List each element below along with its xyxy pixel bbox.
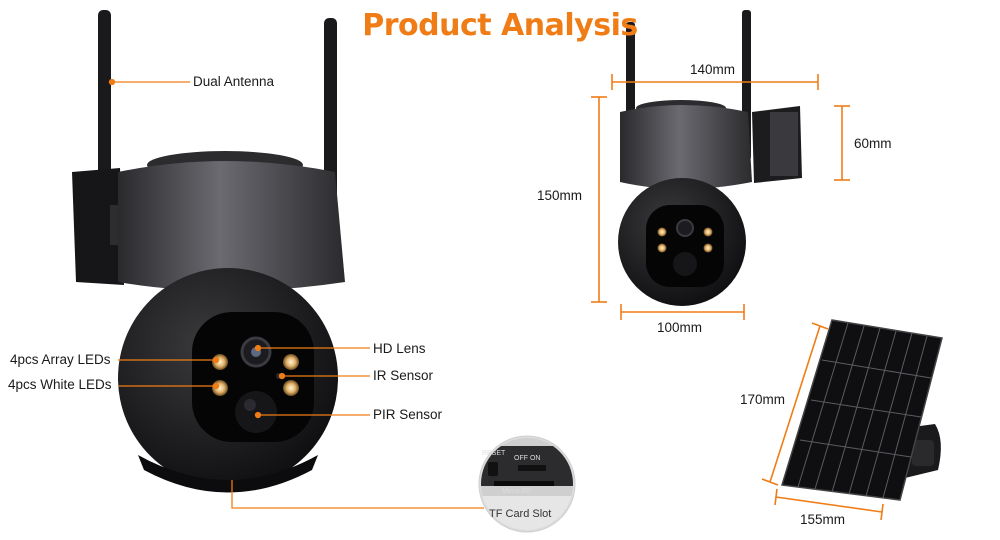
tf-card-closeup bbox=[478, 435, 576, 533]
solar-panel bbox=[781, 319, 943, 501]
array-leds-label: 4pcs Array LEDs bbox=[10, 352, 111, 367]
callout-lines bbox=[108, 78, 484, 509]
dimension-lines bbox=[591, 74, 850, 320]
white-leds-label: 4pcs White LEDs bbox=[8, 377, 112, 392]
camera-ring bbox=[118, 161, 345, 291]
dimension-camera bbox=[618, 10, 802, 306]
pir-sensor-label: PIR Sensor bbox=[373, 407, 443, 422]
pir-sensor-icon bbox=[235, 391, 277, 433]
camera-height-label: 150mm bbox=[537, 188, 583, 203]
panel-width-label: 155mm bbox=[800, 512, 846, 527]
camera-bracket bbox=[72, 168, 124, 285]
micro-sd-label: Micro SD bbox=[502, 488, 531, 495]
led-icon bbox=[283, 354, 299, 370]
solar-panel-surface bbox=[781, 319, 943, 501]
main-camera bbox=[72, 10, 345, 493]
panel-dimension-lines bbox=[761, 322, 884, 521]
camera-width-label: 140mm bbox=[690, 62, 736, 77]
camera-depth-label: 60mm bbox=[854, 136, 892, 151]
antenna-icon bbox=[626, 22, 635, 122]
switch-label: OFF ON bbox=[514, 455, 541, 462]
camera-base-label: 100mm bbox=[657, 320, 703, 335]
tf-card-slot-label: TF Card Slot bbox=[489, 508, 552, 520]
hd-lens-label: HD Lens bbox=[373, 341, 426, 356]
led-icon bbox=[283, 380, 299, 396]
camera-face-plate bbox=[192, 312, 314, 442]
dual-antenna-label: Dual Antenna bbox=[193, 74, 275, 89]
panel-height-label: 170mm bbox=[740, 392, 786, 407]
reset-label: RESET bbox=[482, 450, 506, 457]
page-title: Product Analysis bbox=[362, 8, 638, 43]
ir-sensor-label: IR Sensor bbox=[373, 368, 434, 383]
antenna-left-icon bbox=[98, 10, 111, 215]
